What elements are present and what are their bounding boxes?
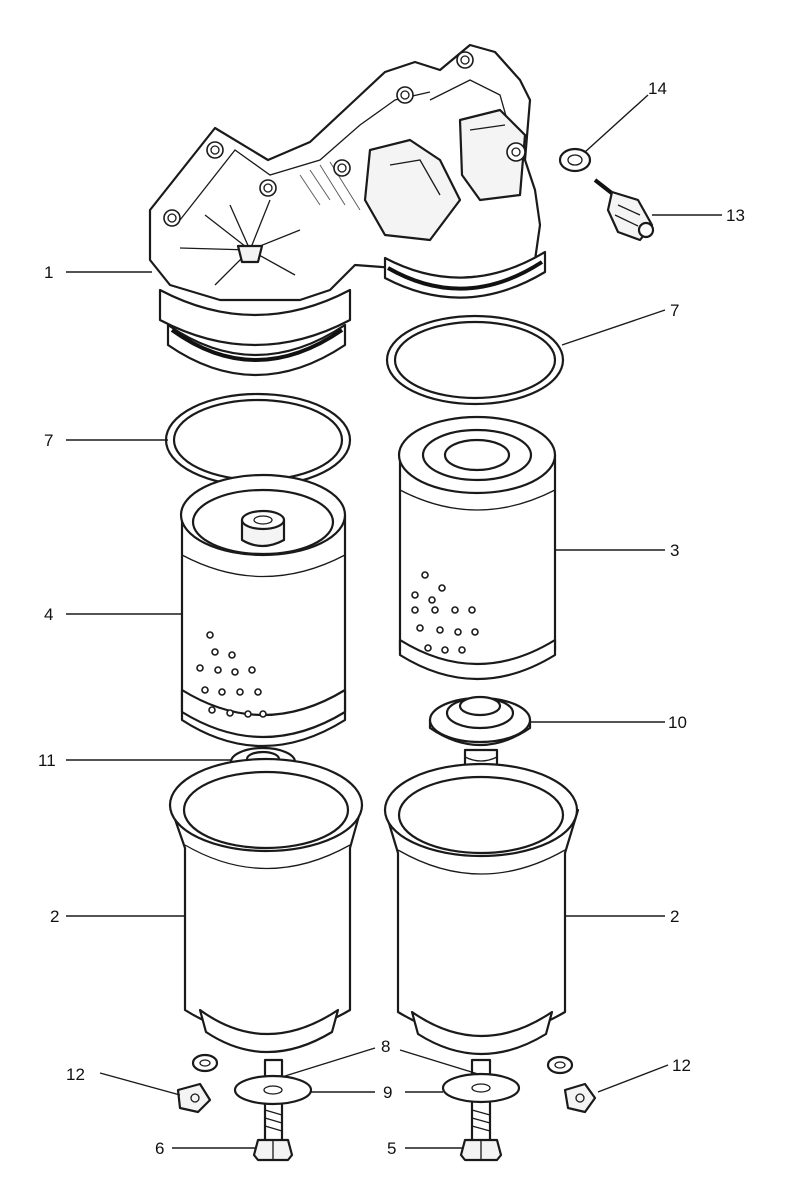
filter-element-right <box>397 415 557 681</box>
callout-2-left: 2 <box>50 907 59 926</box>
callout-2-right: 2 <box>670 907 679 926</box>
filter-bowl-left <box>168 757 364 1054</box>
sensor-washer <box>558 147 592 173</box>
bolt-assembly-left <box>233 1058 313 1162</box>
spring-seat-valve <box>428 695 532 746</box>
filter-perforations <box>411 571 479 654</box>
filter-bowl-right <box>383 762 580 1056</box>
o-ring-left <box>164 392 352 488</box>
filter-head-bracket <box>148 43 547 376</box>
filter-element-left <box>179 473 347 748</box>
callout-11: 11 <box>38 751 56 770</box>
callout-13: 13 <box>726 206 745 225</box>
callout-4: 4 <box>44 605 53 624</box>
bolt-assembly-right <box>441 1058 521 1162</box>
callout-3: 3 <box>670 541 679 560</box>
callout-7-right: 7 <box>670 301 679 320</box>
callout-8: 8 <box>381 1037 390 1056</box>
callout-9: 9 <box>383 1083 392 1102</box>
callout-5: 5 <box>387 1139 396 1158</box>
o-ring-right <box>385 314 565 406</box>
callout-7-left: 7 <box>44 431 53 450</box>
sensor-switch <box>593 178 655 242</box>
callout-labels: 1 7 4 11 2 12 6 14 13 7 3 10 2 12 8 9 5 <box>38 79 745 1158</box>
callout-6: 6 <box>155 1139 164 1158</box>
callout-14: 14 <box>648 79 667 98</box>
callout-12-right: 12 <box>672 1056 691 1075</box>
callout-10: 10 <box>668 713 687 732</box>
drain-plug-right <box>546 1055 597 1114</box>
drain-plug-left <box>176 1053 219 1114</box>
leader-lines <box>66 94 722 1149</box>
filter-perforations <box>196 631 267 718</box>
callout-12-left: 12 <box>66 1065 85 1084</box>
callout-1: 1 <box>44 263 53 282</box>
